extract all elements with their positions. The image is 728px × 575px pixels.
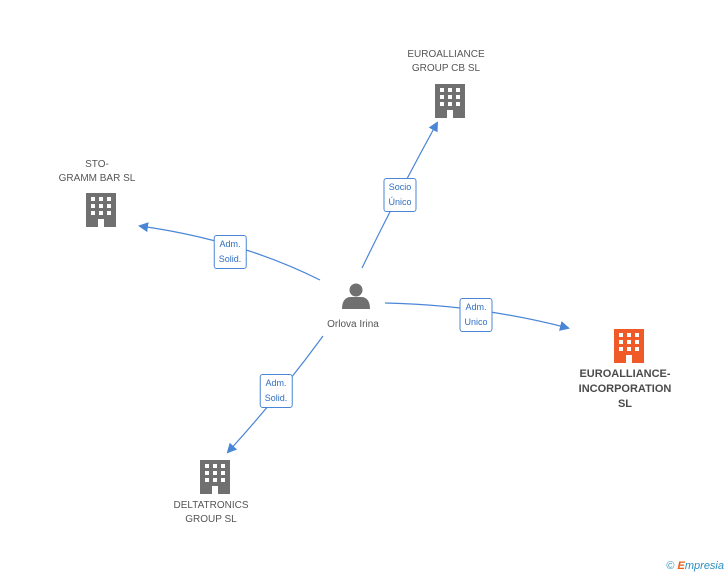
company-name-euroalliance-incorporation[interactable]: EUROALLIANCE- INCORPORATION SL <box>578 368 672 410</box>
edge-label-adm-solid: Adm. Solid. <box>259 374 293 408</box>
footer-brand: © Empresia <box>666 560 724 572</box>
building-icon[interactable] <box>435 84 465 118</box>
building-icon-highlighted[interactable] <box>614 329 644 363</box>
edge-label-socio-unico: Socio Único <box>383 178 417 212</box>
brand-logo-initial: E <box>677 560 685 572</box>
building-icon[interactable] <box>86 193 116 227</box>
company-name-euroalliance-group[interactable]: EUROALLIANCE GROUP CB SL <box>407 49 485 74</box>
brand-logo-text: mpresia <box>684 560 724 572</box>
person-name[interactable]: Orlova Irina <box>327 319 379 330</box>
person-icon[interactable] <box>342 283 370 310</box>
company-name-deltatronics[interactable]: DELTATRONICS GROUP SL <box>173 500 249 525</box>
edge-label-adm-solid: Adm. Solid. <box>213 235 247 269</box>
copyright-icon: © <box>666 560 675 572</box>
company-name-sto-gramm[interactable]: STO- GRAMM BAR SL <box>58 159 136 184</box>
edge-label-adm-unico: Adm. Unico <box>459 298 493 332</box>
building-icon[interactable] <box>200 460 230 494</box>
